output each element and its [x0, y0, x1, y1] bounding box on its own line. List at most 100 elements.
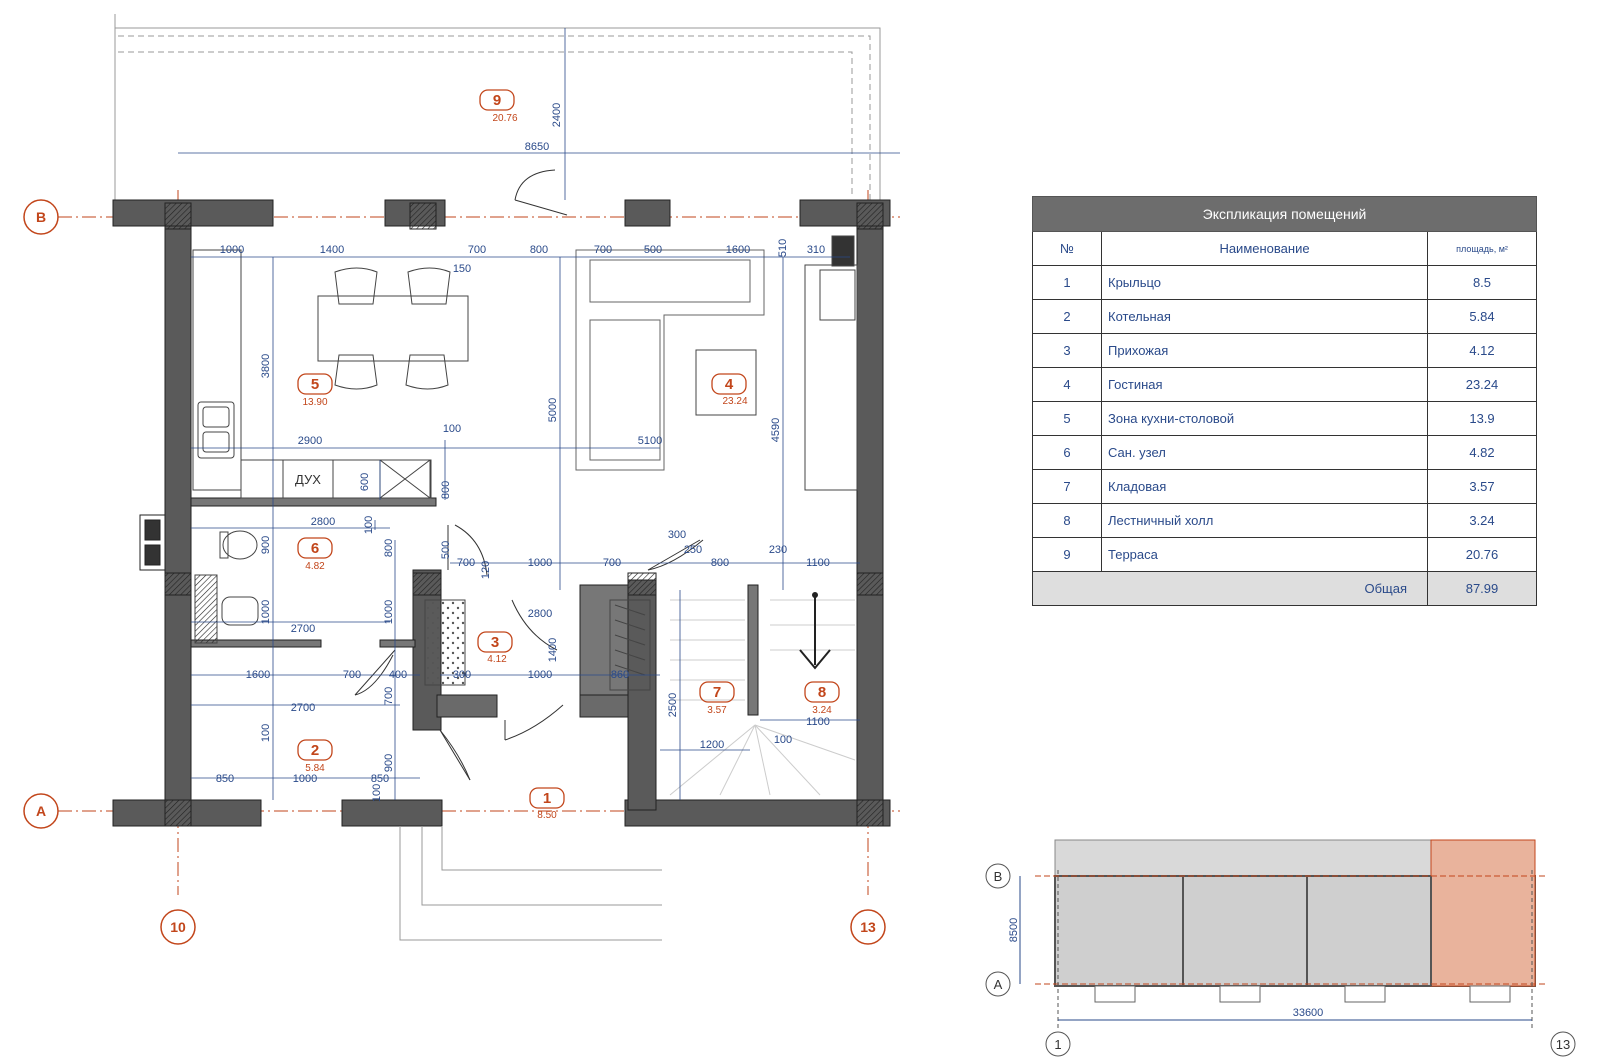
terrace-outline: [114, 14, 881, 200]
key-axis-a: А: [994, 977, 1003, 992]
row-name: Котельная: [1101, 299, 1428, 334]
dim-5000: 5000: [547, 398, 559, 422]
dim-300-b: 300: [453, 669, 471, 681]
key-plan-highlight: [1430, 839, 1536, 987]
dim-600: 600: [359, 473, 371, 491]
dim-150: 150: [453, 263, 471, 275]
room-6-area: 4.82: [305, 561, 325, 572]
axis-markers: В А 10 13: [23, 199, 886, 945]
row-area: 20.76: [1427, 537, 1537, 572]
room-4-number: 4: [725, 376, 734, 393]
right-cabinets: [804, 235, 858, 491]
room-2-area: 5.84: [305, 763, 325, 774]
axis-label-b: В: [36, 209, 46, 225]
dim-250: 250: [684, 544, 702, 556]
key-axis-1: 1: [1054, 1037, 1061, 1052]
axis-label-13: 13: [860, 919, 876, 935]
dim-1000-d: 1000: [383, 600, 395, 624]
row-area: 23.24: [1427, 367, 1537, 402]
row-num: 7: [1032, 469, 1102, 504]
key-depth-dim: 8500: [1008, 918, 1020, 942]
dim-900-a: 900: [260, 536, 272, 554]
bathroom-fixtures: [194, 530, 259, 644]
oven-label: ДУХ: [295, 472, 321, 487]
row-name: Зона кухни-столовой: [1101, 401, 1428, 436]
row-name: Сан. узел: [1101, 435, 1428, 470]
key-length-dim: 33600: [1293, 1007, 1324, 1019]
dim-1100-b: 1100: [806, 716, 830, 728]
room-9-area: 20.76: [492, 113, 517, 124]
row-num: 4: [1032, 367, 1102, 402]
room-numbers: 9 20.76 5 13.90 4 23.24 6 4.82 3 4.12 7 …: [302, 92, 832, 821]
stair-direction-arrow: [799, 595, 831, 670]
dim-850-a: 850: [216, 773, 234, 785]
room-8-number: 8: [818, 684, 826, 701]
dim-300-a: 300: [668, 529, 686, 541]
dim-100-e: 100: [371, 784, 383, 802]
dim-1400-top: 1400: [320, 244, 344, 256]
dim-230: 230: [769, 544, 787, 556]
row-name: Кладовая: [1101, 469, 1428, 504]
dim-1000-c: 1000: [260, 600, 272, 624]
wardrobe-hall: [424, 599, 466, 686]
dim-800-d: 800: [711, 557, 729, 569]
ventilation-shafts: [139, 514, 166, 571]
row-name: Прихожая: [1101, 333, 1428, 368]
room-7-area: 3.57: [707, 705, 727, 716]
row-num: 1: [1032, 265, 1102, 300]
dimension-labels: 8650 2400 1000 1400 700 800 700 500 1600…: [216, 103, 830, 802]
dining-table: [317, 267, 469, 390]
row-num: 3: [1032, 333, 1102, 368]
dim-800-c: 800: [383, 539, 395, 557]
room-5-area: 13.90: [302, 397, 327, 408]
stair-start-marker: [812, 592, 818, 598]
row-num: 2: [1032, 299, 1102, 334]
row-area: 3.24: [1427, 503, 1537, 538]
row-name: Крыльцо: [1101, 265, 1428, 300]
dim-900-b: 900: [383, 754, 395, 772]
dim-310: 310: [807, 244, 825, 256]
room-7-number: 7: [713, 684, 721, 701]
dim-700-d: 700: [603, 557, 621, 569]
room-1-number: 1: [543, 790, 551, 807]
dim-1000-e: 1000: [528, 669, 552, 681]
dim-120: 120: [480, 561, 492, 579]
door-swings: [354, 169, 704, 781]
dim-1400-mid: 1400: [547, 638, 559, 662]
dim-3800: 3800: [260, 354, 272, 378]
header-area: площадь, м²: [1427, 231, 1537, 266]
dim-800-b: 800: [440, 481, 452, 499]
staircase: [669, 599, 856, 796]
room-1-area: 8.50: [537, 810, 557, 821]
row-area: 4.82: [1427, 435, 1537, 470]
coffee-table: [695, 349, 757, 416]
dim-700-c: 700: [457, 557, 475, 569]
room-schedule-table: Экспликация помещений № Наименование пло…: [1032, 196, 1537, 606]
dim-1000-b: 1000: [528, 557, 552, 569]
dim-2700-a: 2700: [291, 623, 315, 635]
dim-2400: 2400: [551, 103, 563, 127]
sofa: [575, 249, 765, 471]
room-5-number: 5: [311, 376, 319, 393]
dim-700-e: 700: [343, 669, 361, 681]
dim-2900: 2900: [298, 435, 322, 447]
dim-500-top: 500: [644, 244, 662, 256]
room-9-number: 9: [493, 92, 501, 109]
row-area: 8.5: [1427, 265, 1537, 300]
dim-100-b: 100: [363, 516, 375, 534]
dim-1000-f: 1000: [293, 773, 317, 785]
total-label: Общая: [1032, 571, 1428, 606]
dim-4590: 4590: [770, 418, 782, 442]
dimension-lines: [178, 28, 900, 800]
dim-800-top: 800: [530, 244, 548, 256]
dim-8650: 8650: [525, 141, 549, 153]
room-4-area: 23.24: [722, 396, 747, 407]
room-8-area: 3.24: [812, 705, 832, 716]
dim-100-c: 100: [774, 734, 792, 746]
